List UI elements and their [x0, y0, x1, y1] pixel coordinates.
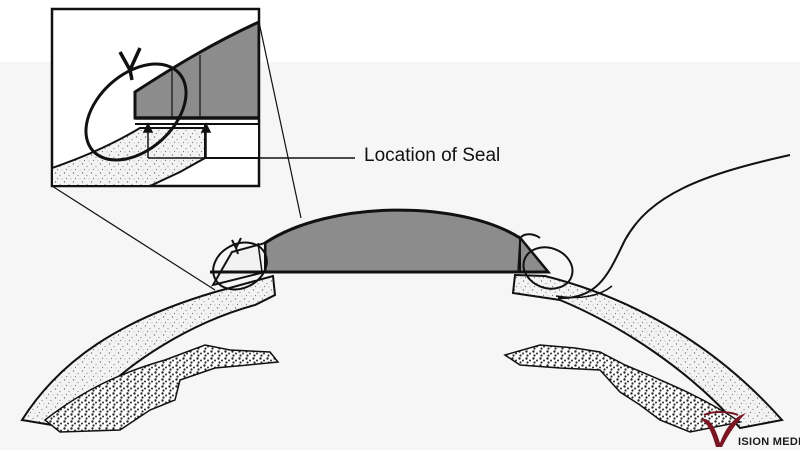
v-swoosh-logo-icon: [700, 411, 746, 447]
magnified-inset: [50, 7, 261, 188]
inset-leader-lines: [51, 21, 302, 291]
left-iris: [43, 344, 280, 433]
right-cornea: [511, 273, 784, 430]
location-of-seal-label: Location of Seal: [364, 145, 501, 166]
right-iris: [503, 344, 742, 433]
left-suture-mark: [231, 237, 242, 255]
right-suture-mark: [519, 233, 541, 239]
watermark-text: ISION MEDICAL: [738, 436, 800, 448]
left-seal-ring: [212, 241, 268, 291]
right-seal-ring: [522, 246, 574, 290]
seal-arrows: [142, 122, 212, 159]
optic-lens: [263, 208, 552, 274]
suture-thread: [557, 154, 791, 300]
cornea-cross-section: [20, 154, 791, 433]
left-flange: [210, 241, 266, 287]
